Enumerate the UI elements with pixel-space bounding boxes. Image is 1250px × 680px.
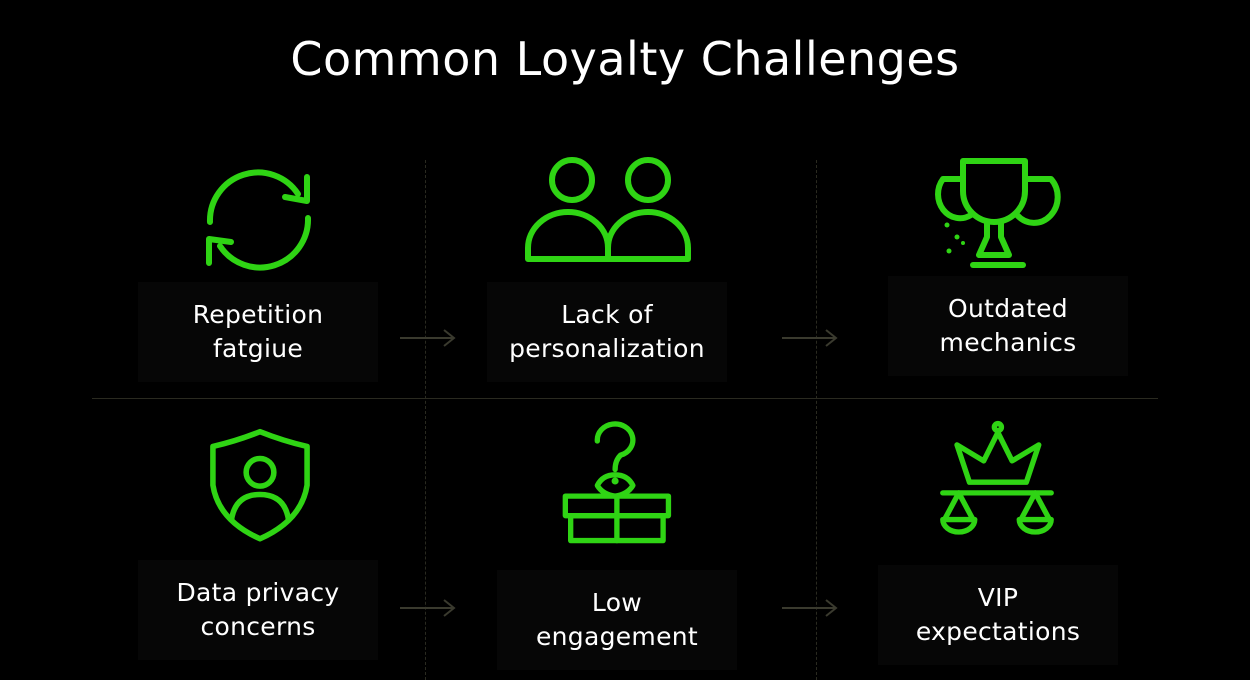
challenge-label: Repetition fatgiue [192,300,324,363]
trophy-icon [935,155,1065,275]
challenge-card-label-box: Outdated mechanics [888,276,1128,376]
arrow-right-icon [782,329,838,347]
challenge-label: Lack of personalization [509,300,705,363]
arrow-right-icon [782,599,838,617]
challenge-label: Outdated mechanics [939,294,1077,357]
page-title: Common Loyalty Challenges [290,32,960,86]
challenge-label: Low engagement [535,588,699,651]
users-icon [520,150,700,270]
challenge-card-label-box: Low engagement [497,570,737,670]
shield-user-icon [195,428,325,548]
challenge-card-label-box: VIP expectations [878,565,1118,665]
arrow-right-icon [400,599,456,617]
column-divider-1 [425,160,426,680]
challenge-label: Data privacy concerns [176,578,340,641]
challenge-card-label-box: Repetition fatgiue [138,282,378,382]
challenge-label: VIP expectations [915,583,1081,646]
gift-question-icon [551,421,681,545]
row-divider [92,398,1158,399]
crown-scale-icon [932,420,1062,540]
challenge-card-label-box: Data privacy concerns [138,560,378,660]
column-divider-2 [816,160,817,680]
arrow-right-icon [400,329,456,347]
refresh-icon [193,160,323,280]
challenge-card-label-box: Lack of personalization [487,282,727,382]
